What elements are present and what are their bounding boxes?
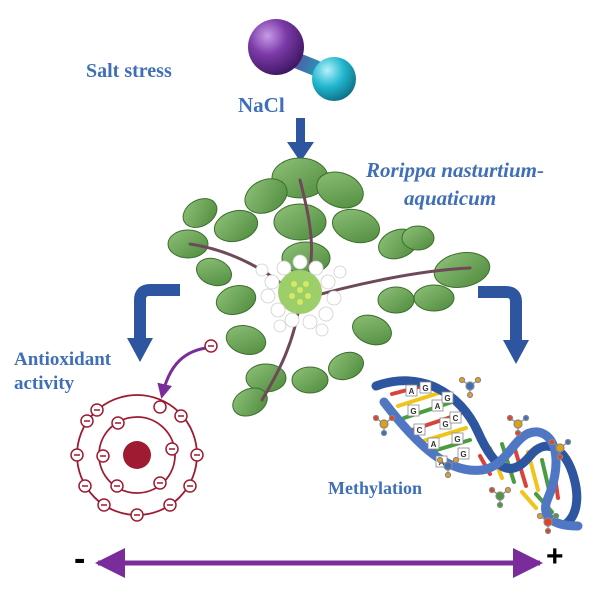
dna-base-label: C [453, 414, 459, 423]
nacl-molecule-icon [248, 19, 356, 101]
dna-helix-icon: A G G A C G A G G C A G [371, 376, 583, 531]
right-pathway-arrow-icon [478, 286, 529, 364]
species-name: Rorippa nasturtium- aquaticum [366, 156, 544, 212]
dna-base-label: G [460, 450, 466, 459]
dna-base-label: A [431, 440, 437, 449]
left-pathway-arrow-icon [127, 284, 180, 362]
dna-base-label: A [435, 402, 441, 411]
dna-base-label: G [442, 420, 448, 429]
methylation-label: Methylation [328, 478, 422, 498]
dna-base-label: G [454, 435, 460, 444]
dna-base-label: A [409, 387, 415, 396]
species-name-line-2: aquaticum [404, 186, 497, 210]
stress-arrow-icon [287, 118, 314, 162]
dna-base-label: G [410, 407, 416, 416]
antioxidant-line-2: activity [14, 373, 75, 394]
watercress-plant-icon [167, 157, 491, 417]
scale-high-label: + [546, 540, 564, 573]
scale-low-label: - [74, 540, 86, 578]
antioxidant-activity-label: Antioxidant activity [14, 348, 111, 396]
flower-cluster-icon [255, 254, 347, 337]
methyl-group-icon [372, 376, 572, 535]
nacl-label: NaCl [238, 93, 285, 117]
dna-base-label: G [444, 394, 450, 403]
salt-stress-label: Salt stress [86, 60, 172, 82]
atom-icon [70, 394, 204, 522]
dna-base-label: C [417, 426, 423, 435]
dna-base-label: G [422, 384, 428, 393]
antioxidant-line-1: Antioxidant [14, 349, 112, 370]
electron-vacancy-icon [153, 400, 167, 414]
species-name-line-1: Rorippa nasturtium- [366, 158, 544, 182]
free-electron-icon [157, 339, 218, 399]
